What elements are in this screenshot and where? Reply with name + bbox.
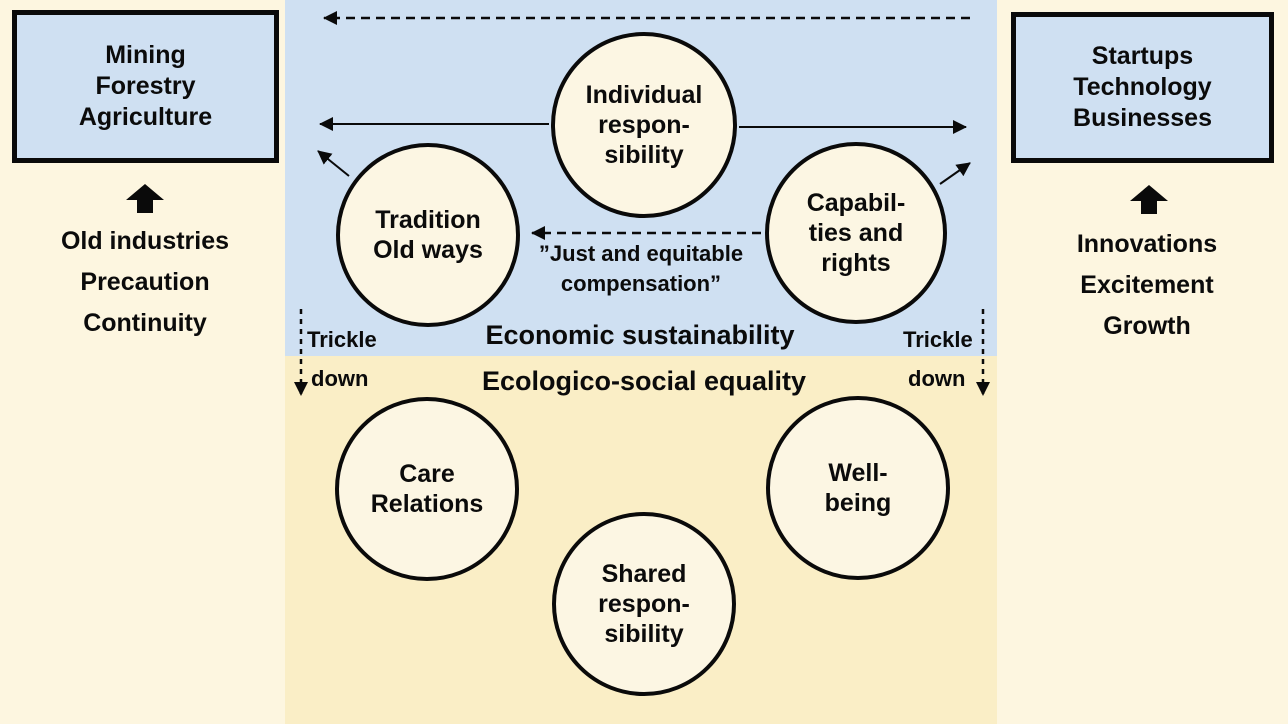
circle-line: being — [824, 489, 892, 517]
compensation-line: compensation” — [560, 271, 722, 296]
box-line: Agriculture — [78, 103, 213, 131]
tradition-old-ways-circle: Tradition Old ways — [336, 143, 520, 327]
circle-line: Old ways — [373, 236, 483, 264]
trickle-left-label: Trickle — [307, 327, 377, 352]
well-being-circle: Well- being — [766, 396, 950, 580]
circle-line: Capabil- — [806, 189, 906, 217]
individual-responsibility-circle: Individual respon- sibility — [551, 32, 737, 218]
circle-line: rights — [821, 249, 891, 277]
old-industries-up-arrow-icon — [126, 184, 164, 213]
down-left-label: down — [311, 366, 369, 391]
box-line: Startups — [1091, 42, 1194, 70]
care-relations-circle: Care Relations — [335, 397, 519, 581]
compensation-annotation: ”Just and equitable compensation” — [539, 239, 743, 299]
box-line: Forestry — [95, 72, 196, 100]
circle-line: Individual — [585, 81, 703, 109]
old-industries-values-list: Old industries Precaution Continuity — [24, 221, 266, 344]
circle-line: sibility — [604, 141, 684, 169]
new-industries-box: Startups Technology Businesses — [1011, 12, 1274, 163]
box-line: Businesses — [1073, 104, 1212, 132]
circle-line: Well- — [828, 459, 888, 487]
down-right-label: down — [908, 366, 966, 391]
circle-line: sibility — [604, 620, 684, 648]
list-item: Precaution — [80, 268, 210, 296]
trickle-right-label: Trickle — [903, 327, 973, 352]
new-industries-values-list: Innovations Excitement Growth — [1026, 224, 1268, 347]
circle-line: Care — [399, 460, 455, 488]
economic-sustainability-label: Economic sustainability — [485, 320, 795, 350]
list-item: Continuity — [83, 309, 207, 337]
circle-line: respon- — [598, 111, 690, 139]
shared-responsibility-circle: Shared respon- sibility — [552, 512, 736, 696]
circle-line: Relations — [370, 490, 484, 518]
list-item: Excitement — [1080, 271, 1214, 299]
compensation-line: ”Just and equitable — [538, 241, 744, 266]
circle-line: Tradition — [375, 206, 481, 234]
circle-line: ties and — [808, 219, 904, 247]
circle-line: respon- — [598, 590, 690, 618]
box-line: Technology — [1073, 73, 1212, 101]
capabilities-and-rights-circle: Capabil- ties and rights — [765, 142, 947, 324]
list-item: Growth — [1103, 312, 1191, 340]
box-line: Mining — [105, 41, 186, 69]
list-item: Innovations — [1076, 230, 1218, 258]
circle-line: Shared — [601, 560, 687, 588]
list-item: Old industries — [60, 227, 230, 255]
innovations-up-arrow-icon — [1130, 185, 1168, 214]
ecologico-social-equality-label: Ecologico-social equality — [481, 366, 807, 396]
old-industries-box: Mining Forestry Agriculture — [12, 10, 279, 163]
